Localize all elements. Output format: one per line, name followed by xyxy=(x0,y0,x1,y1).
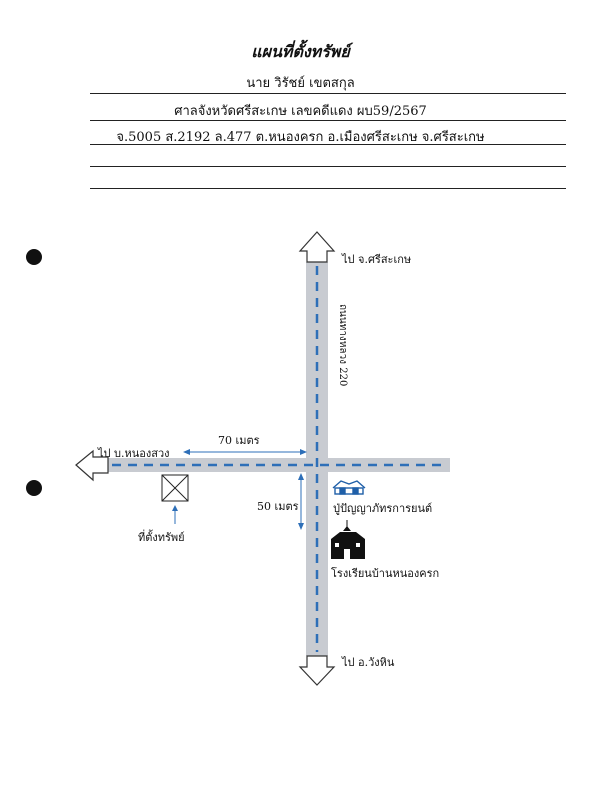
rule-3 xyxy=(90,144,566,145)
page-title: แผนที่ตั้งทรัพย์ xyxy=(251,42,350,61)
court-case: ศาลจังหวัดศรีสะเกษ เลขคดีแดง ผบ59/2567 xyxy=(174,104,427,119)
owner-name: นาย วิรัชย์ เขตสกุล xyxy=(246,76,355,91)
land-location: จ.5005 ส.2192 ล.477 ต.หนองครก อ.เมืองศรี… xyxy=(116,130,485,145)
label-school: โรงเรียนบ้านหนองครก xyxy=(331,567,440,580)
north-arrow xyxy=(298,231,336,263)
label-to-west: ไป บ.หนองสวง xyxy=(98,447,170,460)
punch-hole-bottom xyxy=(26,480,42,496)
school-icon xyxy=(331,520,365,559)
label-distance-vertical: 50 เมตร xyxy=(257,500,299,513)
label-road-name: ถนนทางหลวง 220 xyxy=(337,304,348,387)
west-arrow xyxy=(75,449,109,482)
south-arrow xyxy=(298,655,336,686)
rule-4 xyxy=(90,166,566,167)
label-distance-horizontal: 70 เมตร xyxy=(218,434,260,447)
rule-2 xyxy=(90,120,566,121)
punch-hole-top xyxy=(26,249,42,265)
label-to-south: ไป อ.วังหิน xyxy=(342,656,395,669)
rule-1 xyxy=(90,93,566,94)
label-property: ที่ตั้งทรัพย์ xyxy=(138,531,185,544)
shrine-icon xyxy=(332,480,366,495)
rule-5 xyxy=(90,188,566,189)
label-to-north: ไป จ.ศรีสะเกษ xyxy=(342,253,412,266)
label-shrine: ปู่ปัญญาภัทรการยนต์ xyxy=(333,502,433,515)
